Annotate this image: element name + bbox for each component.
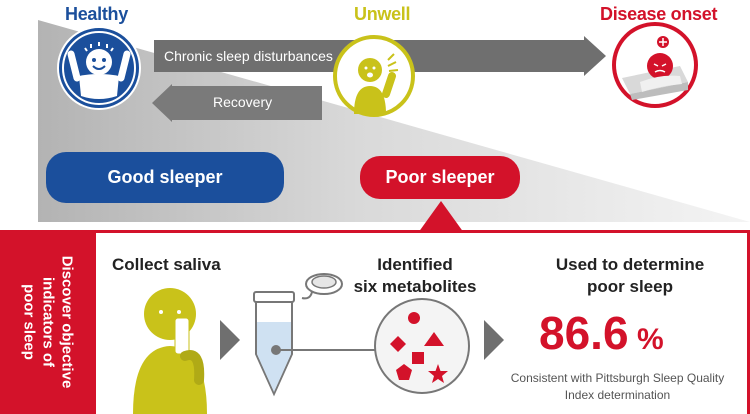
recovery-label: Recovery bbox=[213, 94, 273, 110]
saliva-person-icon bbox=[133, 288, 207, 414]
test-tube-icon bbox=[253, 273, 343, 397]
result-percentage: 86.6 % bbox=[539, 306, 664, 360]
sidebar-red bbox=[0, 230, 96, 414]
identified-title-line1: Identified bbox=[377, 255, 453, 274]
pointer-triangle bbox=[418, 201, 464, 233]
collect-saliva-title: Collect saliva bbox=[112, 255, 221, 274]
sidebar-line-1: Discover objective bbox=[58, 255, 76, 389]
process-arrow-1 bbox=[220, 320, 240, 360]
disease-onset-icon bbox=[612, 22, 698, 108]
bottom-panel bbox=[0, 230, 750, 414]
process-arrow-2 bbox=[484, 320, 504, 360]
sidebar-line-3: poor sleep bbox=[20, 284, 38, 360]
result-note-line2: Index determination bbox=[564, 388, 671, 402]
result-unit: % bbox=[636, 323, 664, 356]
used-title-line2: poor sleep bbox=[587, 277, 673, 296]
recovery-arrow bbox=[152, 84, 322, 122]
result-note-line1: Consistent with Pittsburgh Sleep Quality bbox=[510, 371, 725, 385]
chronic-sleep-label: Chronic sleep disturbances bbox=[164, 48, 333, 64]
sidebar-line-2: indicators of bbox=[39, 276, 57, 367]
unwell-person-icon bbox=[333, 35, 415, 117]
metabolite-connector bbox=[271, 345, 376, 355]
label-healthy: Healthy bbox=[65, 4, 128, 24]
used-title-line1: Used to determine bbox=[555, 255, 705, 274]
label-unwell: Unwell bbox=[354, 4, 411, 24]
identified-title-line2: six metabolites bbox=[353, 277, 477, 296]
poor-sleeper-badge: Poor sleeper bbox=[360, 156, 520, 199]
healthy-person-icon bbox=[57, 26, 141, 110]
good-sleeper-badge: Good sleeper bbox=[46, 152, 284, 203]
result-value: 86.6 bbox=[539, 307, 629, 359]
sidebar-text: Discover objective indicators of poor sl… bbox=[20, 232, 77, 412]
metabolites-circle-icon bbox=[374, 298, 470, 394]
label-disease-onset: Disease onset bbox=[600, 4, 718, 24]
